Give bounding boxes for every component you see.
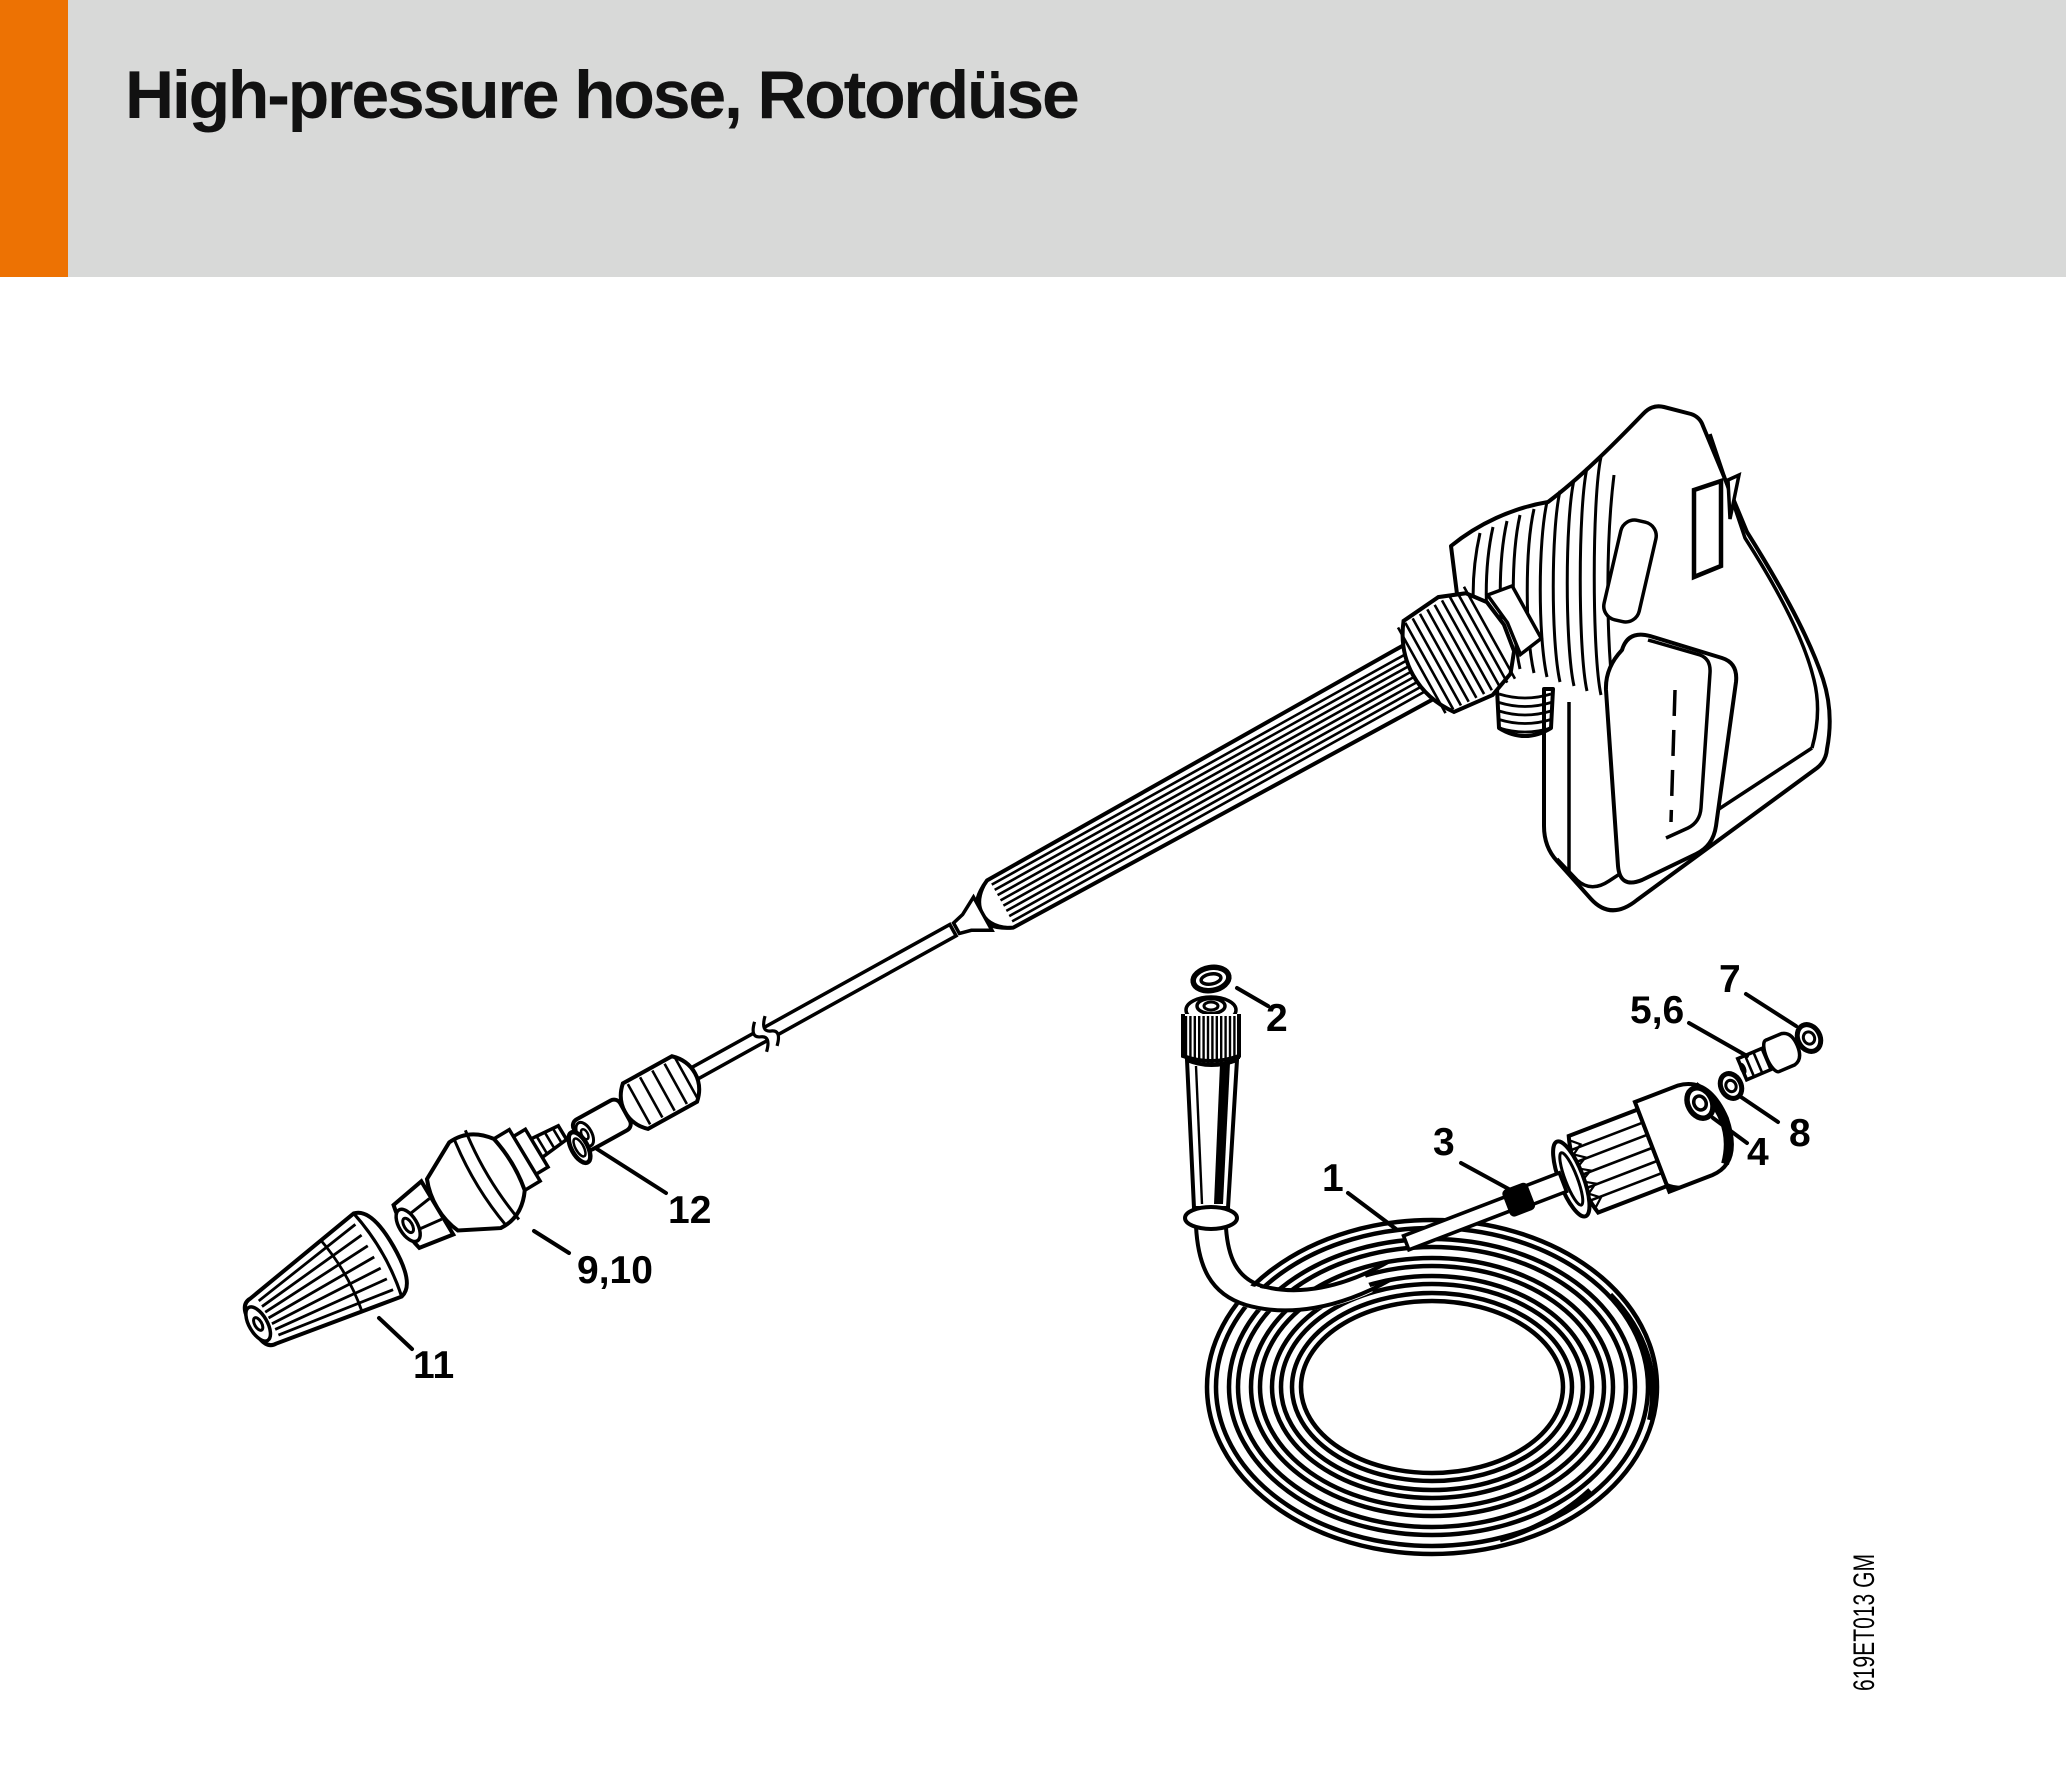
svg-text:8: 8 bbox=[1789, 1112, 1811, 1155]
svg-text:3: 3 bbox=[1433, 1121, 1455, 1164]
svg-text:1: 1 bbox=[1322, 1157, 1344, 1200]
svg-text:619ET013 GM: 619ET013 GM bbox=[1848, 1554, 1881, 1691]
svg-text:5,6: 5,6 bbox=[1630, 989, 1684, 1032]
svg-text:7: 7 bbox=[1719, 958, 1741, 1001]
svg-text:4: 4 bbox=[1747, 1131, 1769, 1174]
svg-text:High-pressure hose, Rotordüse: High-pressure hose, Rotordüse bbox=[125, 57, 1078, 133]
svg-text:2: 2 bbox=[1266, 997, 1288, 1040]
svg-text:9,10: 9,10 bbox=[577, 1249, 653, 1292]
svg-text:12: 12 bbox=[668, 1189, 711, 1232]
svg-text:11: 11 bbox=[413, 1344, 454, 1387]
